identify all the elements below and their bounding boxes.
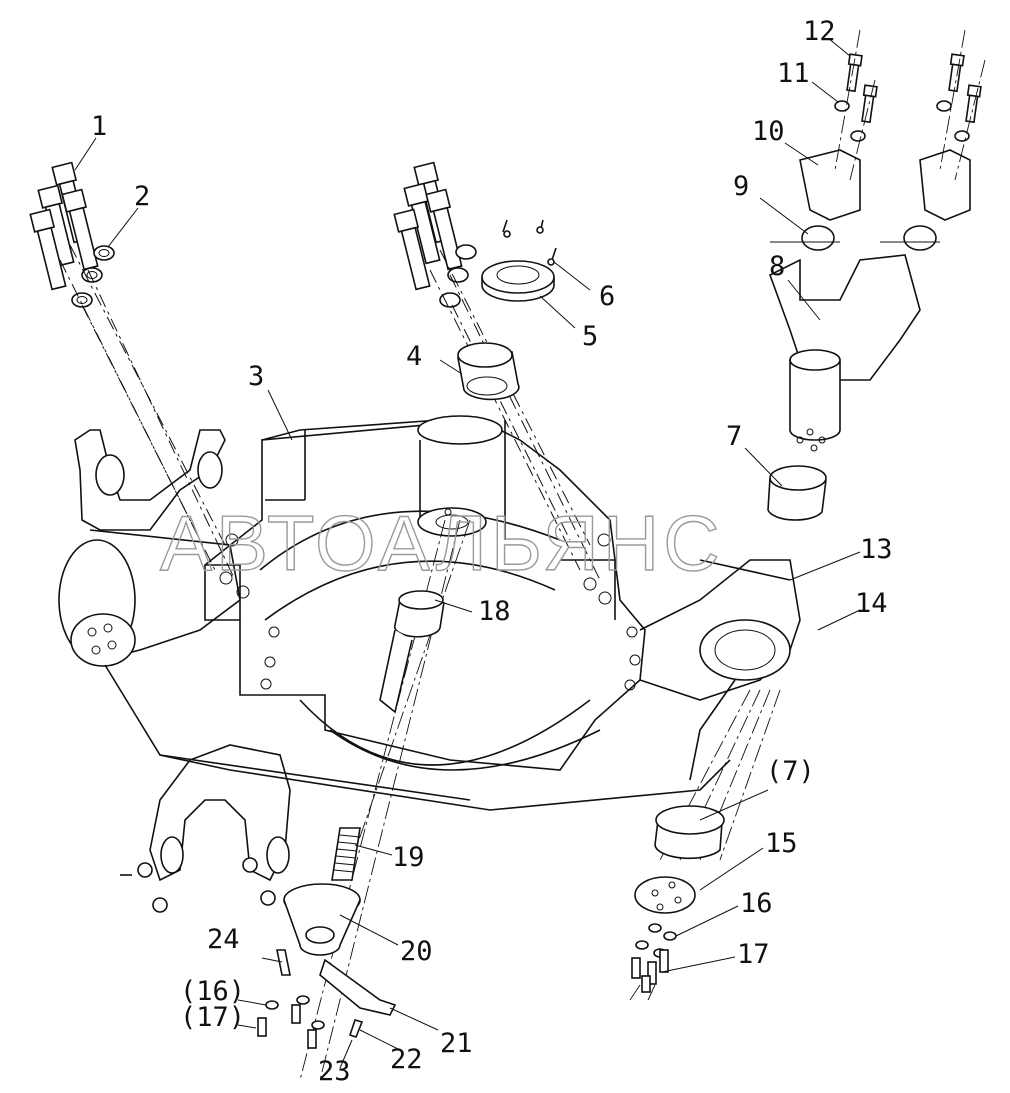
callout-15: 15 bbox=[765, 828, 798, 859]
callout-8: 8 bbox=[769, 251, 785, 282]
callout-3: 3 bbox=[248, 361, 264, 392]
left-lower-yoke bbox=[120, 744, 291, 913]
callout-9: 9 bbox=[733, 171, 749, 202]
callout-14: 14 bbox=[855, 588, 888, 619]
callout-24: 24 bbox=[207, 924, 240, 955]
bolt-group-center bbox=[393, 161, 601, 581]
leader-lines bbox=[74, 37, 861, 1069]
callout-13: 13 bbox=[860, 534, 893, 565]
watermark-text: АВТОАЛЬЯНС bbox=[160, 499, 724, 587]
central-column bbox=[417, 415, 506, 540]
callout-7: 7 bbox=[726, 421, 742, 452]
callout-22: 22 bbox=[390, 1044, 423, 1075]
callout-18: 18 bbox=[478, 596, 511, 627]
callout-1: 1 bbox=[91, 111, 107, 142]
callout-5: 5 bbox=[582, 321, 598, 352]
callout-labels: 1 2 3 4 5 6 7 8 9 10 11 12 13 14 15 16 1… bbox=[91, 16, 893, 1087]
bushing-4 bbox=[457, 342, 520, 401]
small-bolts-top-right bbox=[834, 29, 986, 181]
callout-19: 19 bbox=[392, 842, 425, 873]
lower-right-parts bbox=[629, 689, 781, 1001]
callout-12: 12 bbox=[803, 16, 836, 47]
callout-2: 2 bbox=[134, 181, 150, 212]
callout-23: 23 bbox=[318, 1056, 351, 1087]
callout-7-ref: (7) bbox=[766, 756, 815, 787]
callout-16-ref: (16) bbox=[180, 976, 245, 1007]
left-upper-yoke bbox=[74, 429, 226, 531]
right-yoke-and-shaft bbox=[769, 254, 921, 452]
callout-17: 17 bbox=[737, 939, 770, 970]
flange-and-screws bbox=[481, 219, 557, 302]
callout-16: 16 bbox=[740, 888, 773, 919]
callout-21: 21 bbox=[440, 1028, 473, 1059]
main-frame-body bbox=[204, 419, 646, 771]
bolt-group-left bbox=[29, 161, 236, 581]
callout-6: 6 bbox=[599, 281, 615, 312]
callout-10: 10 bbox=[752, 116, 785, 147]
bushing-7-upper bbox=[767, 465, 827, 521]
blocks-and-bushings bbox=[770, 149, 971, 251]
callout-17-ref: (17) bbox=[180, 1002, 245, 1033]
callout-20: 20 bbox=[400, 936, 433, 967]
left-arm bbox=[58, 529, 731, 811]
right-arm bbox=[639, 559, 801, 781]
center-lower-assembly bbox=[257, 519, 471, 1081]
callout-11: 11 bbox=[777, 58, 810, 89]
callout-4: 4 bbox=[406, 341, 422, 372]
